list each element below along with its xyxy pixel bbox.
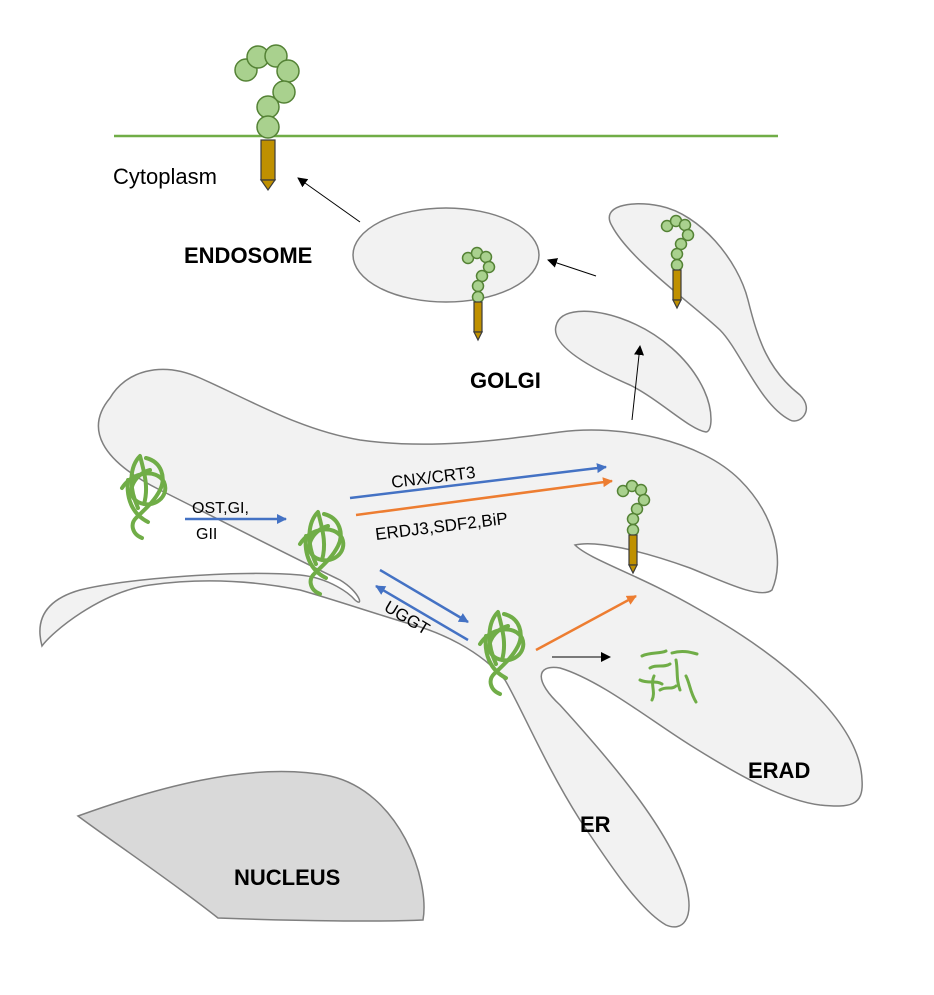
ost-label-line1: OST,GI, — [192, 500, 249, 517]
arrow-refold-to-native — [535, 594, 637, 652]
arrow-erdj3-sdf2-bip — [355, 477, 613, 517]
arrow-endosome-to-membrane — [297, 177, 361, 223]
er-label: ER — [580, 812, 611, 837]
arrow-from-uggt — [375, 584, 469, 642]
arrow-cnx-crt3 — [349, 463, 607, 500]
endosome — [352, 207, 540, 303]
endoplasmic-reticulum — [39, 368, 863, 928]
golgi-label: GOLGI — [470, 368, 541, 393]
arrow-golgi-to-endosome — [547, 258, 597, 277]
golgi-cisterna-outer — [608, 203, 807, 422]
ost-label-line2: GII — [196, 526, 217, 543]
degraded-protein-fragments — [638, 649, 699, 704]
nucleus — [76, 770, 425, 922]
erad-label: ERAD — [748, 758, 810, 783]
arrow-to-uggt — [379, 568, 469, 624]
arrow-er-to-golgi — [631, 345, 645, 421]
endosome-label: ENDOSOME — [184, 243, 312, 268]
golgi-cisterna-inner — [554, 310, 712, 433]
surface-glycoprotein — [234, 44, 300, 192]
nucleus-label: NUCLEUS — [234, 865, 340, 890]
cytoplasm-label: Cytoplasm — [113, 164, 217, 189]
